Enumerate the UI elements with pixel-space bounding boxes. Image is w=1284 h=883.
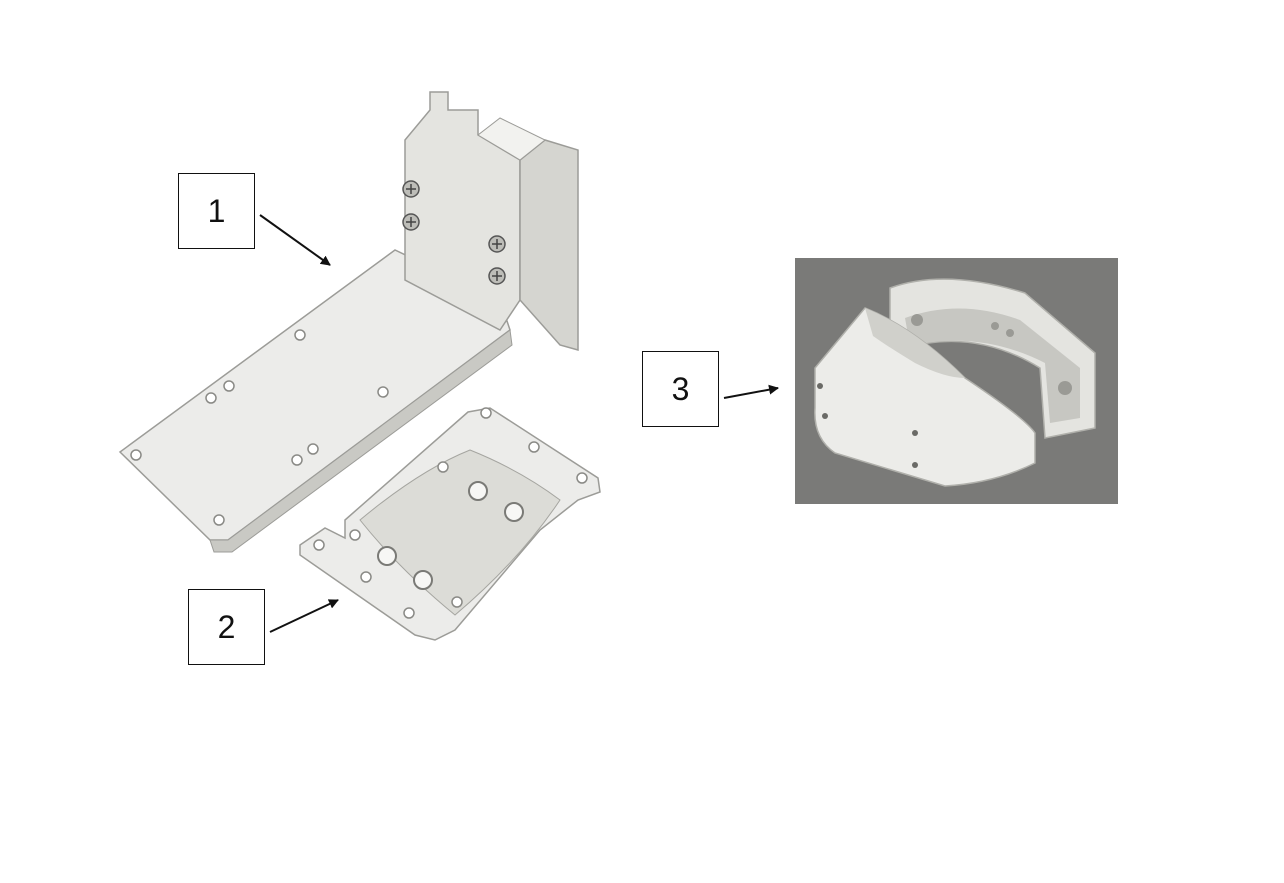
arrow-2	[269, 599, 339, 633]
callout-3: 3	[642, 351, 719, 427]
callout-1: 1	[178, 173, 255, 249]
arrow-1	[259, 214, 331, 266]
split-clamp-photo-part-3	[795, 258, 1118, 504]
callout-2: 2	[188, 589, 265, 665]
arrow-3	[723, 384, 779, 399]
